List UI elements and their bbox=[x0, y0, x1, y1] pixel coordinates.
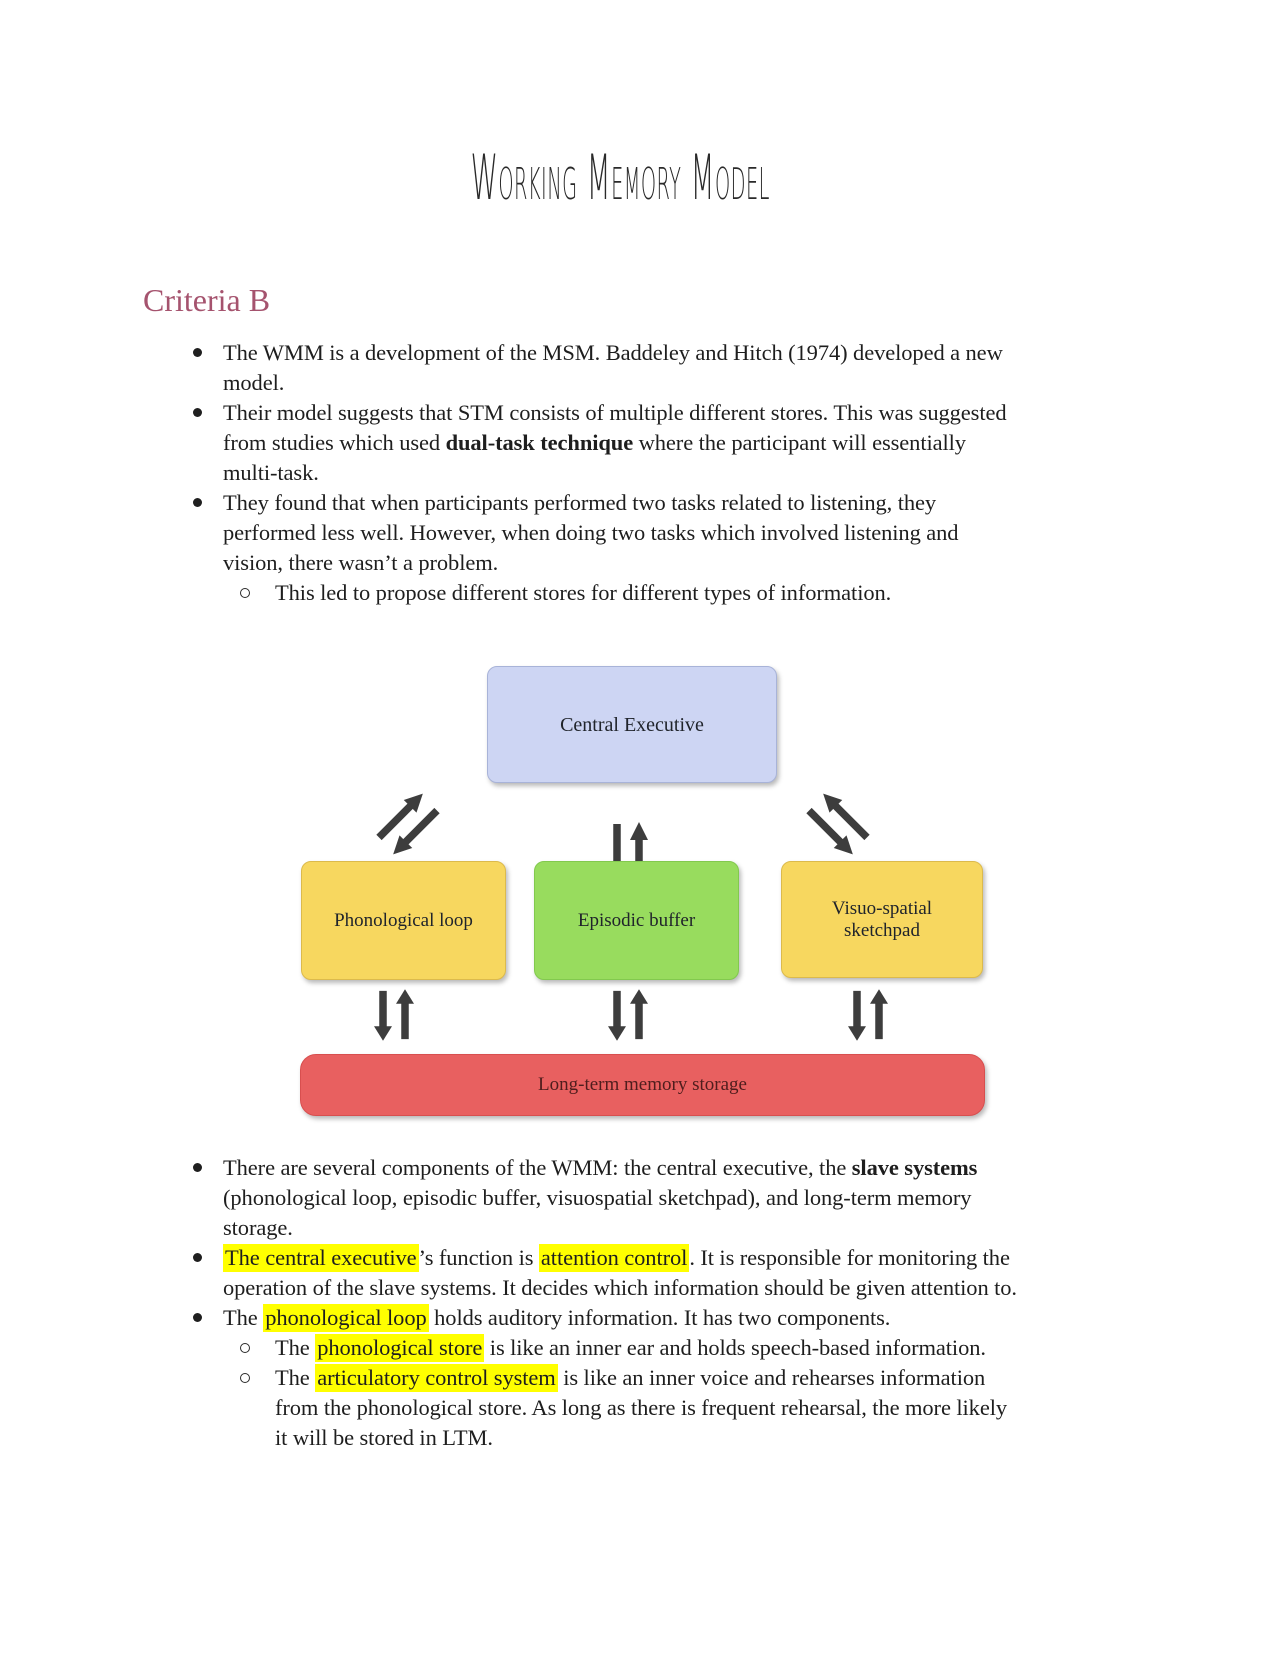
text-run: They found that when participants perfor… bbox=[223, 490, 959, 575]
bullet-item: The central executive’s function is atte… bbox=[143, 1243, 1023, 1303]
diagram-label: Long-term memory storage bbox=[538, 1074, 747, 1095]
bullet-item: The phonological loop holds auditory inf… bbox=[143, 1303, 1023, 1333]
bullet-circle-icon bbox=[240, 1343, 250, 1353]
bullet-dot-icon bbox=[193, 1313, 202, 1322]
diagram-label: Visuo-spatial sketchpad bbox=[831, 897, 933, 941]
text-run: where the participant will essentially m… bbox=[223, 430, 966, 485]
section-heading: Criteria B bbox=[143, 282, 271, 318]
document-content: Working Memory Model Criteria B The WMM … bbox=[143, 0, 1097, 1453]
bidirectional-arrow-icon bbox=[806, 793, 870, 855]
highlighted-text: phonological loop bbox=[263, 1304, 429, 1332]
text-run: This led to propose different stores for… bbox=[275, 580, 892, 605]
text-run: . It is responsible for monitoring the o… bbox=[223, 1245, 1017, 1300]
sub-bullet-item: The articulatory control system is like … bbox=[143, 1363, 1023, 1453]
bullet-item: There are several components of the WMM:… bbox=[143, 1153, 1023, 1243]
bullet-list-top: The WMM is a development of the MSM. Bad… bbox=[143, 338, 1023, 608]
diagram-label: Phonological loop bbox=[334, 909, 473, 931]
diagram-box-phonological-loop: Phonological loop bbox=[301, 861, 506, 980]
bullet-item: Their model suggests that STM consists o… bbox=[143, 398, 1023, 488]
bullet-list-bottom: There are several components of the WMM:… bbox=[143, 1153, 1023, 1453]
bullet-dot-icon bbox=[193, 498, 202, 507]
bullet-dot-icon bbox=[193, 1163, 202, 1172]
sub-bullet-item: This led to propose different stores for… bbox=[143, 578, 1023, 608]
bullet-dot-icon bbox=[193, 408, 202, 417]
working-memory-model-diagram: Central Executive Phonological loop Epis… bbox=[300, 666, 985, 1118]
bullet-item: They found that when participants perfor… bbox=[143, 488, 1023, 578]
highlighted-text: The central executive bbox=[223, 1244, 419, 1272]
highlighted-text: attention control bbox=[538, 1244, 690, 1272]
text-run: There are several components of the WMM:… bbox=[223, 1155, 852, 1180]
diagram-box-long-term-memory: Long-term memory storage bbox=[300, 1054, 985, 1116]
text-run: The WMM is a development of the MSM. Bad… bbox=[223, 340, 1003, 395]
text-run: The bbox=[223, 1305, 264, 1330]
bold-text: dual-task technique bbox=[445, 430, 634, 455]
bidirectional-arrow-icon bbox=[376, 793, 440, 855]
sub-bullet-item: The phonological store is like an inner … bbox=[143, 1333, 1023, 1363]
text-run: (phonological loop, episodic buffer, vis… bbox=[223, 1185, 972, 1240]
bullet-dot-icon bbox=[193, 1253, 202, 1262]
title-wrap: Working Memory Model bbox=[143, 0, 1097, 226]
highlighted-text: articulatory control system bbox=[315, 1364, 558, 1392]
text-run: is like an inner ear and holds speech-ba… bbox=[484, 1335, 986, 1360]
bidirectional-arrow-icon bbox=[374, 989, 414, 1041]
text-run: ’s function is bbox=[418, 1245, 539, 1270]
diagram-label: Episodic buffer bbox=[577, 909, 696, 931]
text-run: Their model suggests that STM consists o… bbox=[223, 400, 1007, 455]
diagram-box-central-executive: Central Executive bbox=[487, 666, 777, 783]
text-run: is like an inner voice and rehearses inf… bbox=[275, 1365, 1008, 1450]
diagram-box-visuospatial-sketchpad: Visuo-spatial sketchpad bbox=[781, 861, 983, 978]
text-run: holds auditory information. It has two c… bbox=[428, 1305, 891, 1330]
bullet-dot-icon bbox=[193, 348, 202, 357]
bidirectional-arrow-icon bbox=[848, 989, 888, 1041]
bidirectional-arrow-icon bbox=[608, 989, 648, 1041]
bold-text: slave systems bbox=[851, 1155, 978, 1180]
highlighted-text: phonological store bbox=[315, 1334, 485, 1362]
diagram-box-episodic-buffer: Episodic buffer bbox=[534, 861, 739, 980]
bullet-circle-icon bbox=[240, 588, 250, 598]
text-run: The bbox=[275, 1365, 316, 1390]
page-title: Working Memory Model bbox=[470, 141, 770, 215]
bullet-item: The WMM is a development of the MSM. Bad… bbox=[143, 338, 1023, 398]
diagram-label: Central Executive bbox=[560, 713, 704, 736]
text-run: The bbox=[275, 1335, 316, 1360]
bullet-circle-icon bbox=[240, 1373, 250, 1383]
